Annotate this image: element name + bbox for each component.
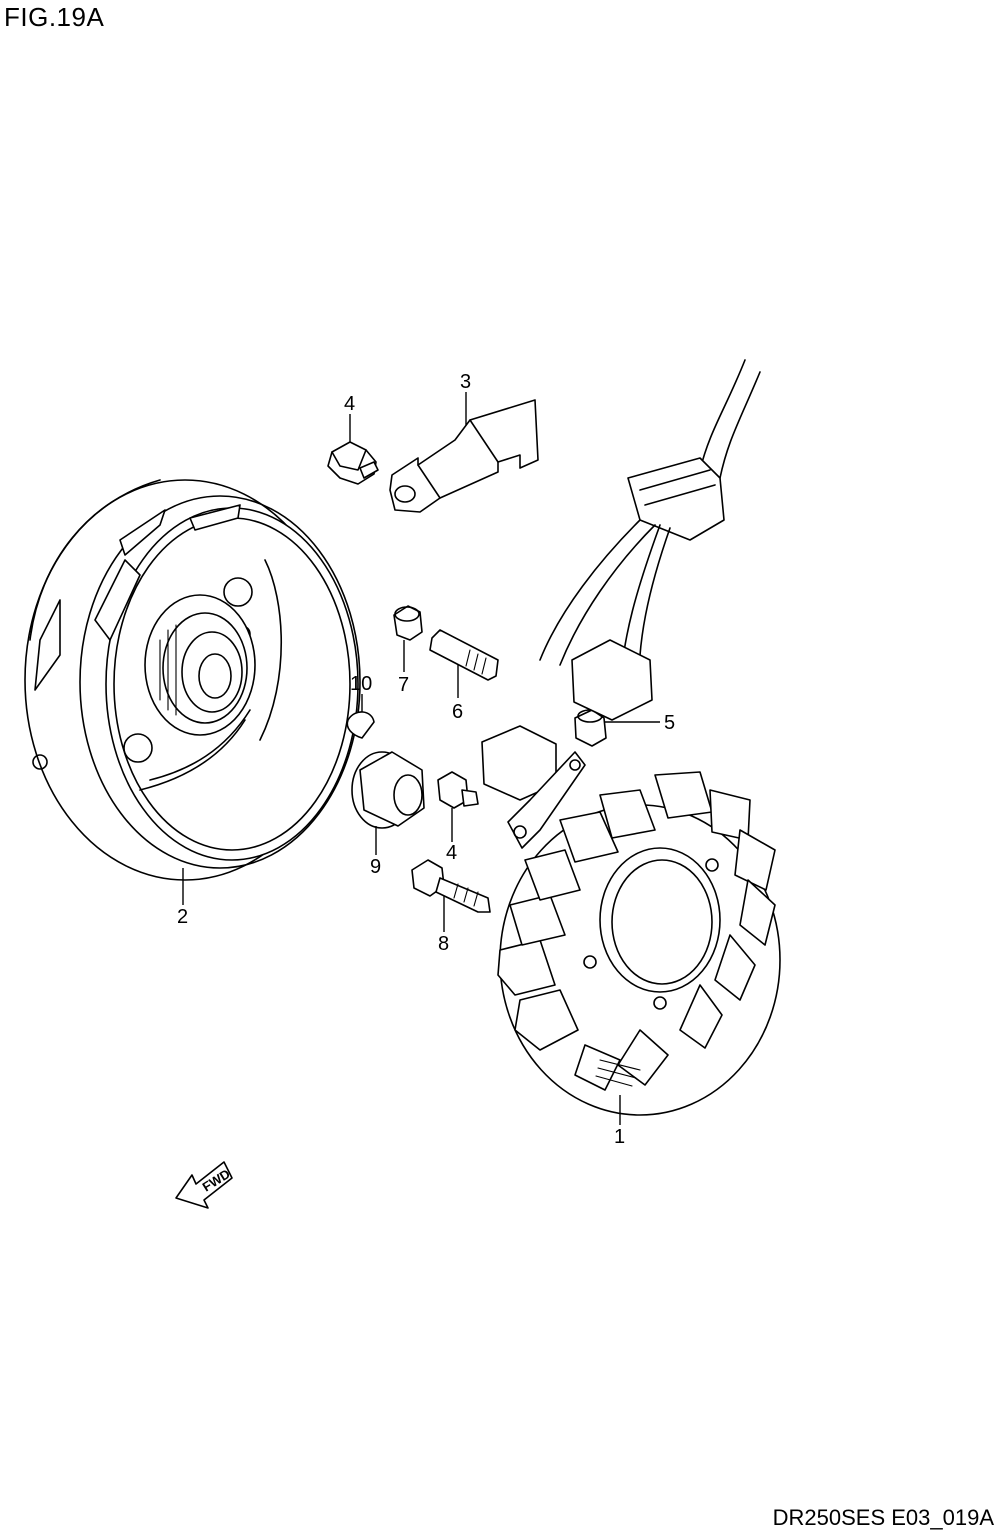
callout-numbers: 1 2 3 4 4 5 6 7 8 9 10	[177, 371, 675, 1148]
callout-4-upper: 4	[344, 393, 355, 415]
callout-10: 10	[350, 673, 372, 695]
callout-9: 9	[370, 856, 381, 878]
stator-assembly[interactable]	[481, 359, 781, 1116]
figure-code: DR250SES E03_019A	[772, 1505, 994, 1530]
callout-3: 3	[460, 371, 471, 393]
callout-1: 1	[614, 1126, 625, 1148]
callout-2: 2	[177, 906, 188, 928]
callout-8: 8	[438, 933, 449, 955]
flywheel-rotor[interactable]	[24, 479, 361, 881]
woodruff-key[interactable]	[346, 711, 375, 739]
callout-5: 5	[664, 712, 675, 734]
leader-lines	[182, 392, 660, 1125]
stud-bolt[interactable]	[429, 629, 499, 681]
wire-clamp-bracket[interactable]	[389, 399, 539, 513]
rotor-nut[interactable]	[351, 751, 425, 829]
screw-lower[interactable]	[437, 771, 479, 809]
forward-direction-arrow: FWD	[175, 1161, 233, 1209]
collar[interactable]	[393, 605, 423, 641]
callout-6: 6	[452, 701, 463, 723]
callout-4-lower: 4	[446, 842, 457, 864]
figure-title: FIG.19A	[4, 2, 105, 32]
callout-7: 7	[398, 674, 409, 696]
hex-bolt[interactable]	[411, 859, 491, 913]
screw-upper[interactable]	[327, 441, 379, 485]
